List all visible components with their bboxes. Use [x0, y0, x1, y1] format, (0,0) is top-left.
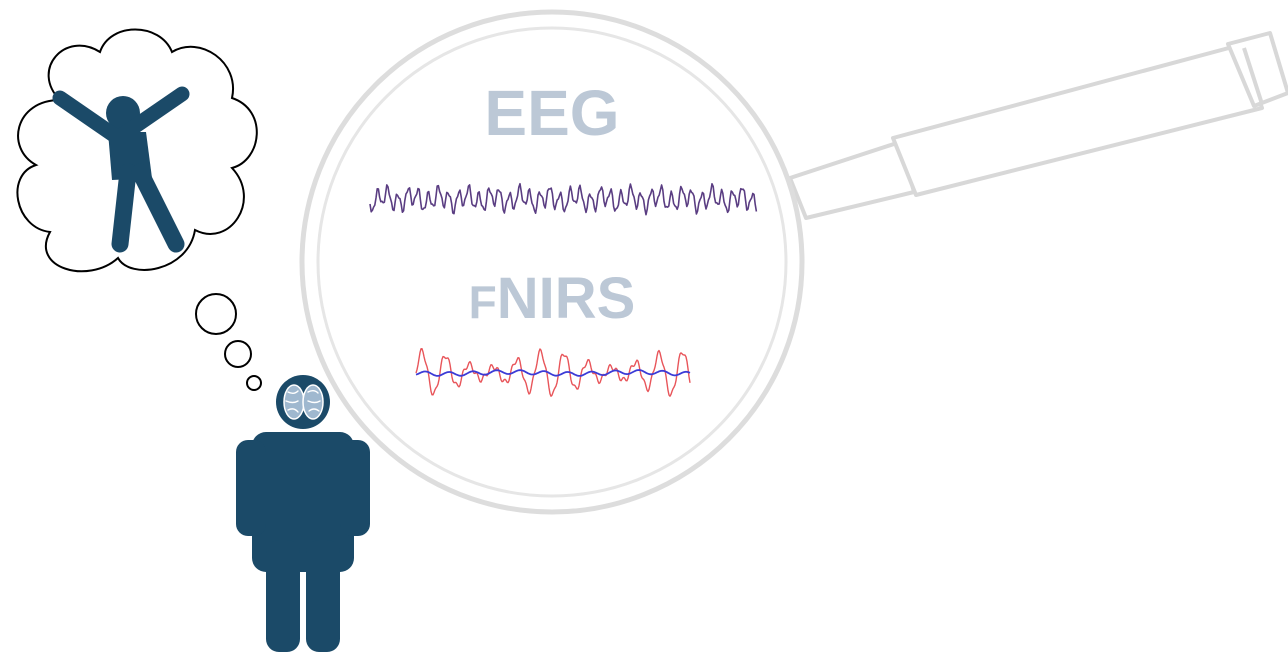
person-icon: [236, 432, 370, 652]
fnirs-prefix: F: [469, 276, 497, 328]
brain-icon: [276, 375, 330, 429]
thought-bubble-icon: [16, 28, 262, 391]
eeg-label: EEG: [484, 77, 619, 149]
fnirs-signal-blue: [415, 369, 691, 377]
fnirs-label: FNIRS: [469, 266, 636, 331]
jumping-person-icon: [52, 86, 190, 253]
magnifying-glass-handle: [788, 31, 1288, 220]
eeg-signal: [369, 182, 758, 216]
fnirs-signal-red: [415, 348, 691, 397]
fnirs-rest: NIRS: [497, 266, 636, 331]
magnifying-glass-icon: [299, 9, 805, 515]
